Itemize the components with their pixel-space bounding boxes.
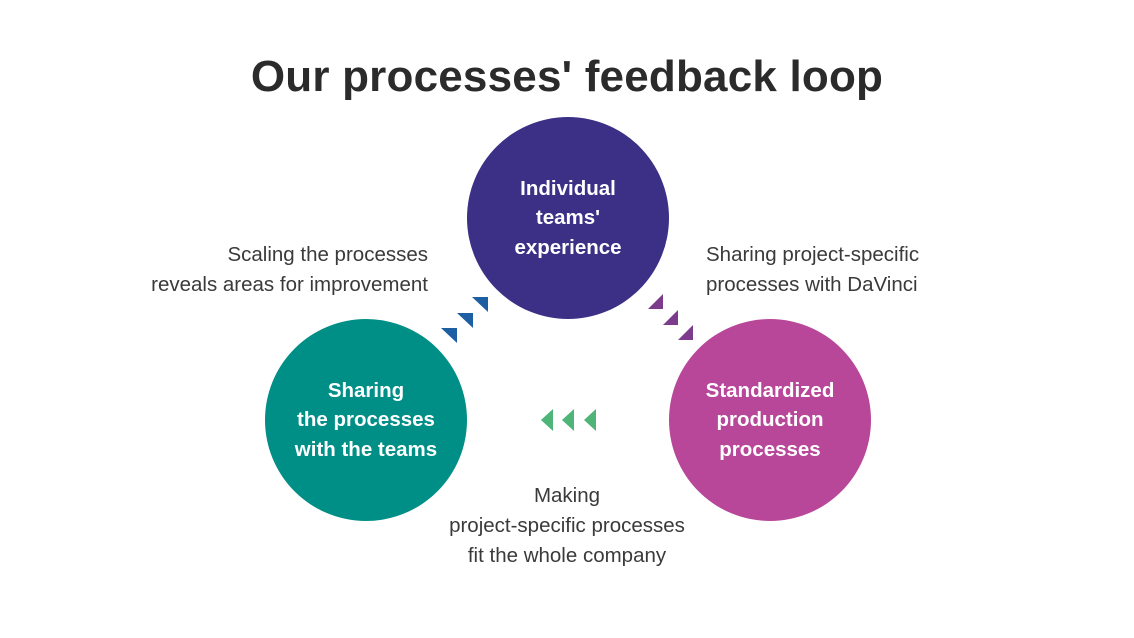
- arrow-chevron: [678, 325, 693, 340]
- arrow-chevron: [663, 310, 678, 325]
- node-individual-teams-experience: Individual teams' experience: [467, 117, 669, 319]
- arrow-chevron: [472, 297, 488, 312]
- node-label: Standardized production processes: [705, 378, 835, 461]
- arrow-right-to-left: [541, 409, 596, 431]
- arrow-left-to-top: [441, 297, 488, 343]
- edge-caption-right-to-left: Making project-specific processes fit th…: [449, 484, 685, 567]
- node-label: Individual teams' experience: [514, 176, 622, 259]
- arrow-chevron: [648, 294, 663, 309]
- arrow-chevron: [457, 313, 473, 328]
- arrow-chevron: [441, 328, 457, 343]
- node-standardized-production-processes: Standardized production processes: [669, 319, 871, 521]
- node-sharing-processes-with-teams: Sharing the processes with the teams: [265, 319, 467, 521]
- edge-caption-top-to-right: Sharing project-specific processes with …: [706, 243, 920, 296]
- node-label: Sharing the processes with the teams: [294, 378, 438, 461]
- arrow-chevron: [584, 409, 596, 431]
- arrow-chevron: [562, 409, 574, 431]
- edge-caption-left-to-top: Scaling the processes reveals areas for …: [151, 243, 428, 296]
- arrow-chevron: [541, 409, 553, 431]
- diagram-title: Our processes' feedback loop: [250, 52, 884, 101]
- arrow-top-to-right: [648, 294, 693, 340]
